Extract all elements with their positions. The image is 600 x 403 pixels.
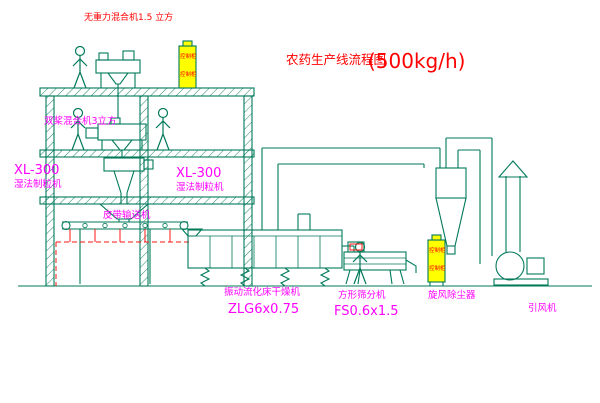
- square-sifter: [343, 241, 417, 285]
- label-cyclone: 旋风除尘器: [428, 289, 476, 301]
- wet-granulator: [103, 157, 154, 204]
- label-square-sifter-model: FS0.6x1.5: [334, 304, 399, 319]
- label-granulator-center-model: XL-300: [176, 166, 221, 181]
- twin-paddle-mixer: [85, 117, 147, 158]
- cyclone-outlet-duct: [445, 137, 493, 264]
- cabinet2-text-top: 控制柜: [429, 246, 446, 254]
- label-belt-conveyor: 皮带输送机: [103, 209, 151, 221]
- worker-figure-roof: [72, 45, 88, 89]
- foundation-pit-marks: [55, 229, 190, 286]
- worker-figure-ground: [352, 241, 368, 285]
- label-twin-paddle-mixer: 双桨混合机3立方: [44, 115, 117, 127]
- label-granulator-center-name: 湿法制粒机: [176, 181, 224, 193]
- cabinet2-text-bottom: 控制柜: [429, 264, 446, 272]
- building-structure: [39, 87, 255, 287]
- fluid-bed-dryer: [180, 228, 355, 269]
- label-feeder-mixer: 无重力混合机1.5 立方: [84, 11, 173, 23]
- gravity-mixer: [95, 50, 141, 118]
- worker-figure-floor2-left: [70, 107, 86, 151]
- title-capacity: (500kg/h): [368, 49, 465, 73]
- cabinet1-text-bottom: 控制柜: [180, 70, 197, 78]
- exhaust-stack: [497, 160, 529, 252]
- control-cabinet-2: 控制柜 控制柜: [427, 234, 446, 286]
- label-granulator-left-model: XL-300: [14, 163, 59, 178]
- worker-figure-floor2-right: [155, 107, 171, 151]
- label-granulator-left-name: 湿法制粒机: [14, 178, 62, 190]
- belt-conveyor: [61, 220, 189, 284]
- cyclone-separator: [435, 167, 467, 255]
- labels-layer: 无重力混合机1.5 立方 双桨混合机3立方 XL-300 湿法制粒机 XL-30…: [14, 11, 557, 319]
- label-fluid-bed-dryer-model: ZLG6x0.75: [228, 302, 299, 317]
- induced-draft-fan: [493, 251, 549, 286]
- label-square-sifter: 方形筛分机: [338, 289, 386, 301]
- label-fan: 引风机: [528, 302, 557, 314]
- cabinet1-text-top: 控制柜: [180, 52, 197, 60]
- label-fluid-bed-dryer: 振动流化床干燥机: [224, 286, 301, 298]
- dryer-springs: [199, 267, 331, 287]
- title-text: 农药生产线流程图: [286, 52, 386, 67]
- exhaust-duct-main: [261, 147, 441, 230]
- control-cabinet-1: 控制柜 控制柜: [178, 40, 197, 89]
- diagram-title: 农药生产线流程图 (500kg/h): [286, 49, 465, 73]
